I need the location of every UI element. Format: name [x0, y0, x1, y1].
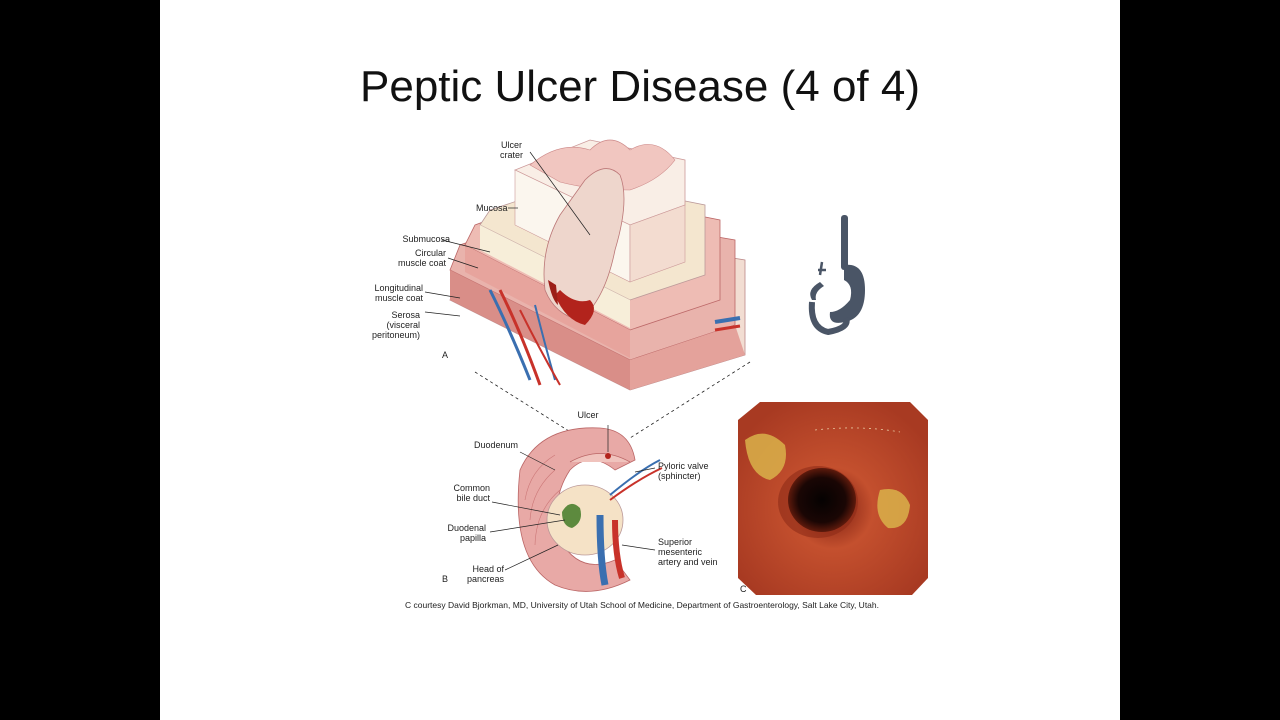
label-superior-mesenteric: Superior mesenteric artery and vein	[658, 537, 718, 567]
label-longitudinal-muscle: Longitudinal muscle coat	[374, 283, 423, 303]
panel-label-b: B	[442, 574, 449, 584]
label-ulcer-crater: Ulcer crater	[500, 140, 524, 160]
label-circular-muscle: Circular muscle coat	[397, 248, 446, 268]
panel-label-a: A	[442, 350, 449, 360]
tissue-block-illustration	[424, 139, 751, 439]
label-pyloric-valve: Pyloric valve (sphincter)	[658, 461, 709, 481]
image-credit: C courtesy David Bjorkman, MD, Universit…	[405, 600, 879, 610]
slide-title: Peptic Ulcer Disease (4 of 4)	[360, 62, 920, 111]
slide: Peptic Ulcer Disease (4 of 4)	[160, 0, 1120, 720]
label-submucosa: Submucosa	[402, 234, 450, 244]
duodenum-illustration	[489, 425, 663, 592]
figure-canvas	[424, 139, 928, 595]
stomach-icon	[808, 215, 865, 336]
label-duodenum: Duodenum	[474, 440, 519, 450]
panel-label-c: C	[740, 584, 747, 594]
label-mucosa: Mucosa	[476, 203, 508, 213]
label-serosa: Serosa (visceral peritoneum)	[371, 310, 420, 340]
label-head-of-pancreas: Head of pancreas	[466, 564, 504, 584]
label-duodenal-papilla: Duodenal papilla	[447, 523, 486, 543]
label-common-bile-duct: Common bile duct	[453, 483, 490, 503]
endoscopy-photo	[738, 402, 928, 595]
label-ulcer: Ulcer	[577, 410, 599, 420]
